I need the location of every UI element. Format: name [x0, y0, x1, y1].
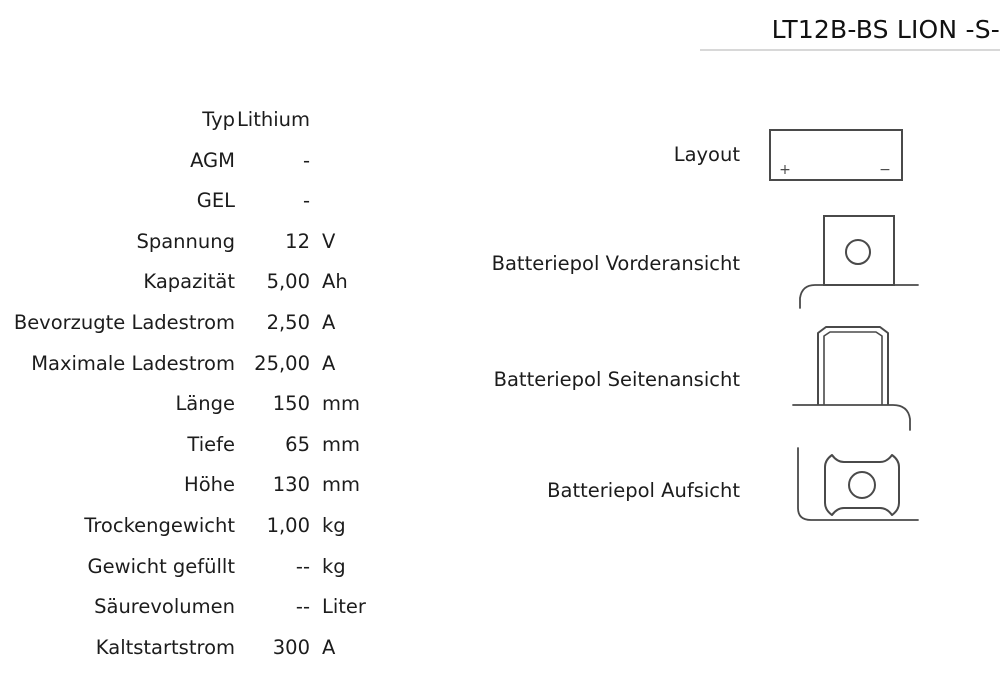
- spec-value: --: [295, 595, 310, 619]
- spec-value: --: [295, 554, 310, 578]
- spec-unit: mm: [322, 432, 360, 456]
- spec-unit: Ah: [322, 270, 348, 294]
- table-row: Länge 150 mm: [0, 390, 420, 431]
- specification-table: Typ Lithium AGM - GEL - Spannung 12 V Ka…: [0, 106, 420, 674]
- table-row: Tiefe 65 mm: [0, 431, 420, 472]
- diagram-label-side-view: Batteriepol Seitenansicht: [493, 368, 740, 391]
- spec-value: -: [302, 189, 310, 213]
- table-row: Kapazität 5,00 Ah: [0, 268, 420, 309]
- table-row: Bevorzugte Ladestrom 2,50 A: [0, 309, 420, 350]
- spec-unit: V: [322, 229, 336, 253]
- spec-label: Kapazität: [143, 270, 235, 294]
- terminal-negative-label: −: [879, 162, 891, 178]
- table-row: AGM -: [0, 147, 420, 188]
- terminal-side-view-icon: [792, 326, 911, 431]
- page-title: LT12B-BS LION -S-: [771, 15, 1000, 44]
- spec-label: Kaltstartstrom: [95, 635, 235, 659]
- spec-label: Spannung: [136, 229, 235, 253]
- spec-value: 130: [272, 473, 310, 497]
- top-view-illustration: [790, 442, 930, 542]
- spec-value: 300: [272, 635, 310, 659]
- spec-value: 25,00: [254, 351, 310, 375]
- spec-value: 1,00: [266, 513, 310, 537]
- spec-unit: mm: [322, 392, 360, 416]
- table-row: Maximale Ladestrom 25,00 A: [0, 350, 420, 391]
- spec-value: 12: [285, 229, 310, 253]
- table-row: GEL -: [0, 187, 420, 228]
- spec-value: -: [302, 148, 310, 172]
- front-view-illustration: [790, 206, 930, 316]
- table-row: Typ Lithium: [0, 106, 420, 147]
- spec-label: Tiefe: [187, 432, 235, 456]
- table-row: Gewicht gefüllt -- kg: [0, 553, 420, 594]
- diagram-label-top-view: Batteriepol Aufsicht: [547, 479, 740, 502]
- terminal-positive-label: +: [779, 162, 791, 178]
- spec-unit: A: [322, 635, 336, 659]
- spec-label: AGM: [190, 148, 235, 172]
- spec-value: 150: [272, 392, 310, 416]
- diagram-front-view: Batteriepol Vorderansicht: [400, 206, 1000, 316]
- spec-label: Trockengewicht: [84, 513, 235, 537]
- spec-unit: kg: [322, 513, 346, 537]
- diagram-layout: Layout + −: [400, 112, 1000, 192]
- spec-label: Säurevolumen: [94, 595, 235, 619]
- table-row: Säurevolumen -- Liter: [0, 593, 420, 634]
- spec-label: Höhe: [184, 473, 235, 497]
- battery-layout-icon: + −: [769, 129, 903, 181]
- terminal-front-view-icon: [799, 215, 919, 309]
- layout-illustration: + −: [760, 112, 920, 192]
- spec-unit: mm: [322, 473, 360, 497]
- table-row: Kaltstartstrom 300 A: [0, 634, 420, 674]
- spec-unit: A: [322, 310, 336, 334]
- spec-label: GEL: [196, 189, 235, 213]
- spec-label: Typ: [202, 108, 235, 131]
- title-divider: [700, 49, 1000, 51]
- diagram-label-layout: Layout: [673, 143, 740, 166]
- spec-unit: kg: [322, 554, 346, 578]
- diagram-label-front-view: Batteriepol Vorderansicht: [491, 252, 740, 275]
- table-row: Spannung 12 V: [0, 228, 420, 269]
- diagram-side-view: Batteriepol Seitenansicht: [400, 320, 1000, 432]
- spec-label: Maximale Ladestrom: [31, 351, 235, 375]
- table-row: Trockengewicht 1,00 kg: [0, 512, 420, 553]
- side-view-illustration: [785, 320, 925, 432]
- terminal-top-view-icon: [797, 447, 919, 521]
- table-row: Höhe 130 mm: [0, 471, 420, 512]
- spec-unit: Liter: [322, 595, 366, 619]
- spec-label: Gewicht gefüllt: [87, 554, 235, 578]
- diagram-top-view: Batteriepol Aufsicht: [400, 442, 1000, 542]
- spec-label: Länge: [175, 392, 235, 416]
- spec-value: 65: [285, 432, 310, 456]
- spec-value: Lithium: [236, 108, 310, 131]
- spec-value: 5,00: [266, 270, 310, 294]
- title-block: LT12B-BS LION -S-: [700, 14, 1000, 54]
- spec-value: 2,50: [266, 310, 310, 334]
- spec-unit: A: [322, 351, 336, 375]
- spec-label: Bevorzugte Ladestrom: [13, 310, 235, 334]
